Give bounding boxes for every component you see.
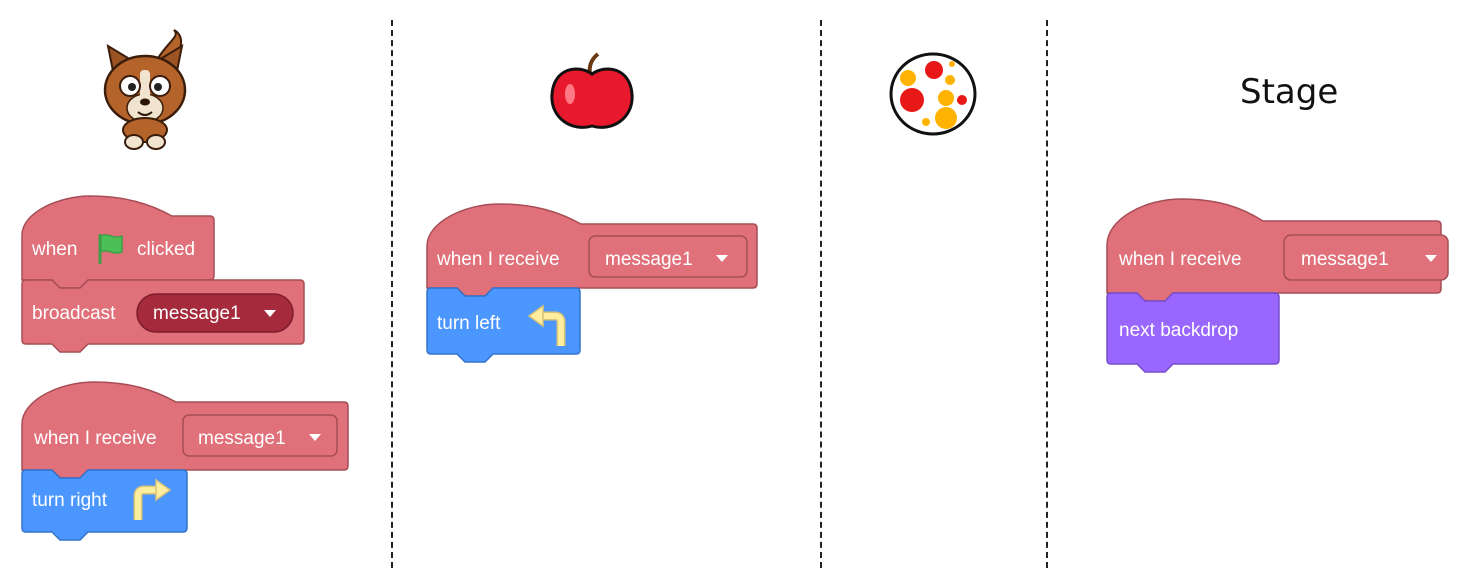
hat-text-when-receive: when I receive	[33, 428, 157, 449]
script-when-receive-turn-left[interactable]: when I receive message1 turn left	[425, 200, 765, 372]
dropdown-arrow-icon	[716, 255, 728, 262]
turn-right-arrow-icon	[133, 478, 172, 520]
receive-message-dropdown[interactable]	[588, 235, 748, 278]
script-when-receive-turn-right[interactable]: when I receive message1 turn right	[20, 378, 355, 550]
cat-sprite	[100, 28, 190, 153]
broadcast-message-value: message1	[153, 303, 241, 324]
broadcast-label: broadcast	[32, 303, 116, 324]
turn-left-label: turn left	[437, 313, 501, 334]
stage-title: Stage	[1240, 72, 1339, 112]
dropdown-arrow-icon	[309, 434, 321, 441]
hat-text-when-receive: when I receive	[1118, 249, 1242, 270]
receive-message-value: message1	[605, 249, 693, 270]
turn-left-arrow-icon	[527, 304, 566, 346]
apple-sprite	[548, 52, 636, 134]
script-when-receive-next-backdrop[interactable]: when I receive message1 next backdrop	[1105, 195, 1450, 380]
broadcast-message-dropdown[interactable]	[136, 293, 294, 333]
script-when-flag-clicked[interactable]: when clicked broadcast message1	[20, 190, 310, 360]
receive-message-dropdown[interactable]	[182, 414, 338, 457]
next-backdrop-label: next backdrop	[1119, 320, 1238, 341]
receive-message-dropdown[interactable]	[1283, 234, 1449, 281]
hat-text-when: when	[31, 239, 77, 260]
dropdown-arrow-icon	[1425, 255, 1437, 262]
next-backdrop-block[interactable]	[1106, 292, 1280, 373]
column-divider-3	[1046, 20, 1048, 568]
hat-text-clicked: clicked	[137, 239, 195, 260]
column-divider-1	[391, 20, 393, 568]
green-flag-icon	[98, 234, 123, 264]
receive-message-value: message1	[198, 428, 286, 449]
receive-message-value: message1	[1301, 249, 1389, 270]
dropdown-arrow-icon	[264, 310, 276, 317]
column-divider-2	[820, 20, 822, 568]
hat-text-when-receive: when I receive	[436, 249, 560, 270]
turn-right-label: turn right	[32, 490, 108, 511]
dots-ball-sprite	[888, 52, 978, 136]
